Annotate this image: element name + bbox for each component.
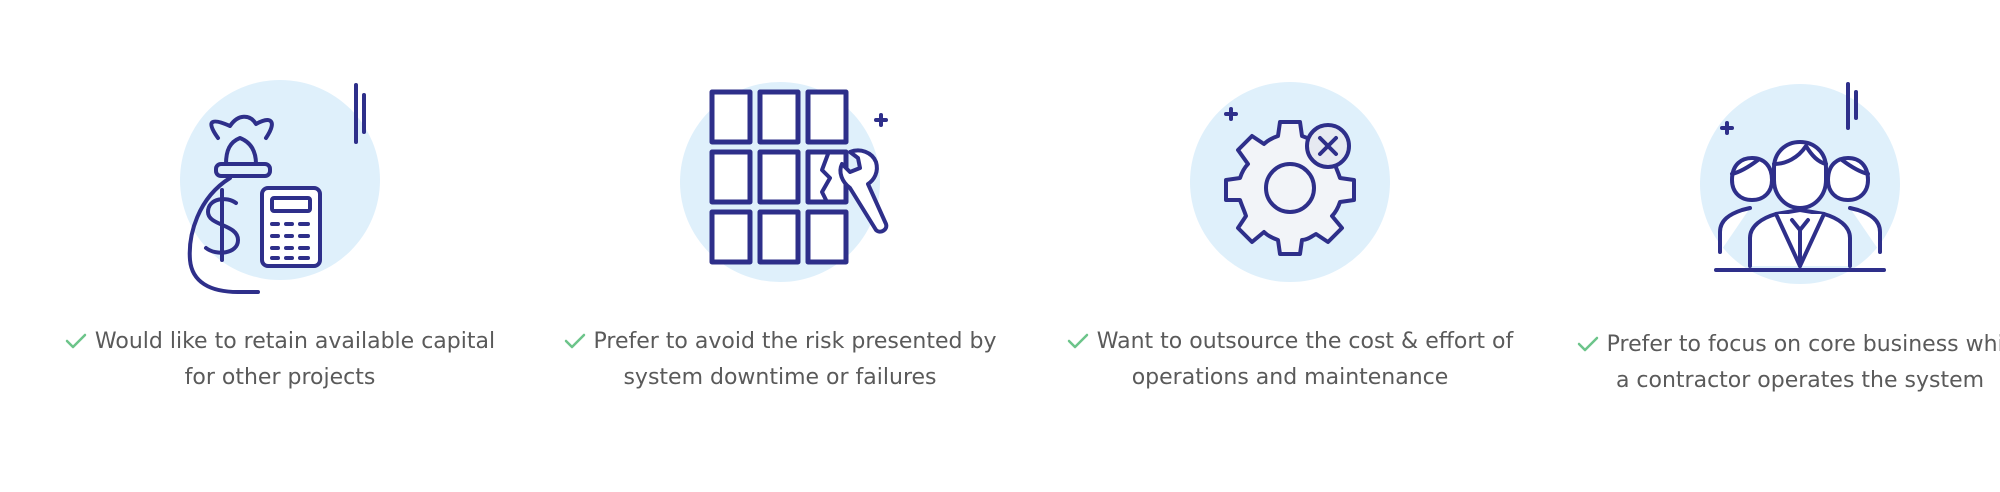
feature-card-outsource: Want to outsource the cost & effort of o…	[1040, 0, 1540, 492]
gear-cancel-icon	[1190, 82, 1390, 282]
caption-line-1: Prefer to avoid the risk presented by	[540, 324, 1020, 360]
caption-text-line-1: Want to outsource the cost & effort of	[1096, 329, 1514, 354]
caption-text-line-2: a contractor operates the system	[1615, 368, 1985, 393]
caption-text-line-2: system downtime or failures	[623, 365, 937, 390]
team-group-icon	[1700, 82, 1900, 284]
cracked-panel-wrench-icon	[680, 82, 889, 282]
caption-line-1: Want to outsource the cost & effort of	[1050, 324, 1530, 360]
feature-caption: Want to outsource the cost & effort of o…	[1050, 324, 1530, 396]
feature-caption: Would like to retain available capital f…	[40, 324, 520, 396]
check-icon	[1577, 336, 1598, 352]
check-icon	[564, 333, 585, 349]
caption-text-line-2: operations and maintenance	[1131, 365, 1449, 390]
caption-line-1: Prefer to focus on core business while	[1560, 327, 2000, 363]
caption-text-line-2: for other projects	[184, 365, 376, 390]
feature-card-capital: Would like to retain available capital f…	[30, 0, 530, 492]
feature-card-risk: Prefer to avoid the risk presented by sy…	[530, 0, 1030, 492]
check-icon	[1067, 333, 1089, 349]
money-bag-calculator-icon	[180, 80, 380, 294]
feature-card-core-business: Prefer to focus on core business while a…	[1550, 0, 2000, 492]
check-icon	[65, 333, 87, 349]
feature-caption: Prefer to focus on core business while a…	[1560, 327, 2000, 399]
caption-text-line-1: Prefer to focus on core business while	[1606, 332, 2000, 357]
caption-text-line-1: Would like to retain available capital	[94, 329, 496, 354]
feature-caption: Prefer to avoid the risk presented by sy…	[540, 324, 1020, 396]
caption-line-1: Would like to retain available capital	[40, 324, 520, 360]
caption-text-line-1: Prefer to avoid the risk presented by	[593, 329, 997, 354]
